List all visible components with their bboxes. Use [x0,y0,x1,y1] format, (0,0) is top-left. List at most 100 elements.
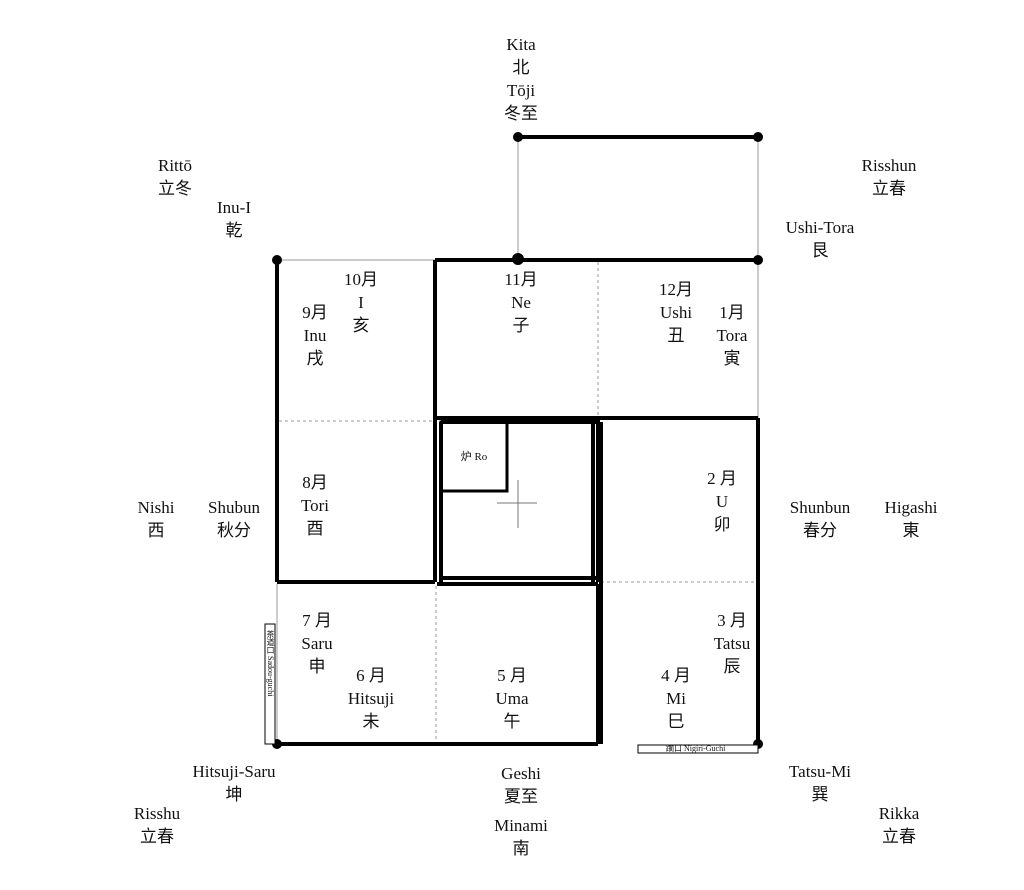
month-1-kanji: 寅 [723,349,741,368]
month-8-kanji: 酉 [306,519,324,538]
month-12-kanji: 丑 [667,326,685,345]
rikka-kanji: 立春 [881,827,916,846]
month-7-number: 7 月 [302,611,332,630]
rikka-roman: Rikka [878,804,920,823]
month-6-kanji: 未 [362,712,380,731]
month-7-label: 7 月 Saru 申 [301,609,332,678]
month-3-roman: Tatsu [713,634,751,653]
month-12-label: 12月 Ushi 丑 [659,278,693,347]
thick-walls [275,135,760,746]
ro-label: 炉 Ro [460,451,488,463]
month-10-roman: I [358,293,364,312]
nishi-roman: Nishi [137,498,175,517]
higashi-roman: Higashi [884,498,938,517]
geshi-kanji: 夏至 [503,787,538,806]
shubun-label: Shubun 秋分 [208,496,260,542]
month-12-number: 12月 [659,280,693,299]
month-12-roman: Ushi [659,303,693,322]
nigiri-guchi-door [637,744,759,754]
minami-label: Minami 南 [494,814,548,860]
month-10-number: 10月 [344,270,378,289]
ushi-tora-label: Ushi-Tora 艮 [786,216,855,262]
shunbun-kanji: 春分 [803,521,837,540]
risshun-label: Risshun 立春 [862,154,917,200]
risshun-roman: Risshun [861,156,917,175]
hitsuji-saru-label: Hitsuji-Saru 坤 [192,760,275,806]
inu-i-roman: Inu-I [217,198,251,217]
month-4-number: 4 月 [661,666,691,685]
month-5-label: 5 月 Uma 午 [495,664,528,733]
month-9-roman: Inu [303,326,327,345]
geshi-label: Geshi 夏至 [501,762,541,808]
geshi-roman: Geshi [501,764,541,783]
hitsuji-saru-kanji: 坤 [225,785,243,804]
minami-kanji: 南 [512,839,530,858]
ritto-label: Rittō 立冬 [158,154,192,200]
ro-hearth [439,420,509,493]
inu-i-kanji: 乾 [225,221,243,240]
month-2-roman: U [715,492,729,511]
month-1-label: 1月 Tora 寅 [717,301,748,370]
ritto-roman: Rittō [157,156,193,175]
month-5-number: 5 月 [497,666,527,685]
month-4-label: 4 月 Mi 巳 [661,664,691,733]
month-3-kanji: 辰 [723,657,741,676]
month-4-roman: Mi [666,689,686,708]
shubun-roman: Shubun [208,498,260,517]
thin-lines [276,137,759,744]
sadou-guchi-door [264,623,276,745]
risshu-kanji: 立春 [139,827,174,846]
month-8-label: 8月 Tori 酉 [301,471,329,540]
month-3-label: 3 月 Tatsu 辰 [714,609,751,678]
month-2-number: 2 月 [707,469,737,488]
shunbun-label: Shunbun 春分 [790,496,850,542]
nishi-kanji: 西 [147,521,165,540]
ushi-tora-roman: Ushi-Tora [785,218,855,237]
hitsuji-saru-roman: Hitsuji-Saru [192,762,276,781]
month-2-label: 2 月 U 卯 [707,467,737,536]
higashi-kanji: 東 [902,521,920,540]
shunbun-roman: Shunbun [789,498,851,517]
month-6-number: 6 月 [356,666,386,685]
month-11-label: 11月 Ne 子 [504,268,537,337]
tatsu-mi-label: Tatsu-Mi 巽 [789,760,851,806]
nishi-label: Nishi 西 [138,496,175,542]
month-10-label: 10月 I 亥 [344,268,378,337]
inu-i-label: Inu-I 乾 [217,196,251,242]
risshu-roman: Risshu [133,804,181,823]
tatsu-mi-roman: Tatsu-Mi [788,762,852,781]
month-6-roman: Hitsuji [347,689,395,708]
center-cross [497,480,537,528]
month-4-kanji: 巳 [667,712,685,731]
kita-kanji: 北 [512,58,530,77]
month-11-number: 11月 [504,270,538,289]
rikka-label: Rikka 立春 [879,802,920,848]
month-5-kanji: 午 [503,712,521,731]
month-2-kanji: 卯 [713,515,731,534]
risshun-kanji: 立春 [871,179,906,198]
risshu-label: Risshu 立春 [134,802,180,848]
ritto-kanji: 立冬 [157,179,192,198]
shubun-kanji: 秋分 [217,521,251,540]
sadou-guchi-label: 茶道口 Sadou-guchi [266,630,275,697]
month-6-label: 6 月 Hitsuji 未 [348,664,394,733]
kita-roman: Kita [506,35,536,54]
month-7-kanji: 申 [308,657,326,676]
month-7-roman: Saru [301,634,333,653]
month-11-kanji: 子 [512,316,530,335]
month-9-label: 9月 Inu 戌 [302,301,328,370]
nigiri-guchi-label: 躙口 Nigiri-Guchi [666,744,726,753]
toji-kanji: 冬至 [504,104,538,123]
month-1-number: 1月 [719,303,745,322]
tatsu-mi-kanji: 巽 [811,785,829,804]
higashi-label: Higashi 東 [885,496,938,542]
toji-roman: Tōji [506,81,536,100]
month-9-number: 9月 [302,303,328,322]
month-8-roman: Tori [300,496,330,515]
kita-label: Kita 北 Tōji 冬至 [504,33,538,125]
month-8-number: 8月 [302,473,328,492]
month-3-number: 3 月 [717,611,747,630]
month-1-roman: Tora [716,326,748,345]
